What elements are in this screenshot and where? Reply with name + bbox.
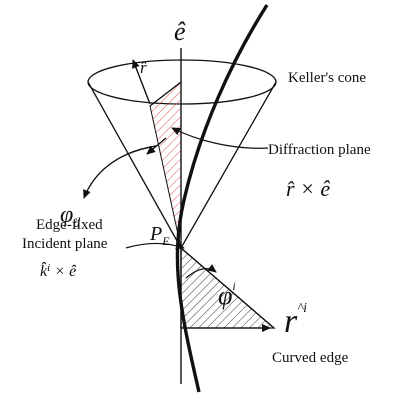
r-hat-label: r̂ [140, 58, 147, 77]
cone-right-side [180, 81, 277, 249]
cone-left-side [87, 81, 182, 249]
diffraction-plane-leader [171, 127, 269, 149]
incident-plane-leader [125, 241, 185, 250]
phi-d-arc-tail [146, 137, 167, 155]
k-cross-e-label: k̂ⁱ × ê [40, 261, 77, 280]
r-cross-e-label: r̂ × ê [286, 176, 330, 201]
r-hat-arrow [132, 59, 151, 105]
axis-e-label: ê [174, 17, 186, 46]
r-i-label: r^i [284, 301, 307, 340]
curved-edge [175, 4, 269, 393]
edge-fixed-label-line2: Incident plane [22, 236, 108, 252]
phi-d-arc-arrow [83, 145, 157, 199]
kellers-cone-rim [87, 59, 277, 105]
phi-d-label: φd [60, 202, 81, 231]
diffraction-ray [149, 81, 182, 107]
kellers-cone-label: Keller's cone [288, 70, 366, 86]
diffraction-plane-label: Diffraction plane [268, 142, 371, 158]
edge-fixed-label-line1: Edge-fixed [36, 217, 103, 233]
curved-edge-label: Curved edge [272, 350, 349, 366]
p-e-label: PE [149, 223, 170, 248]
phi-i-label: φi [218, 279, 236, 310]
incident-ray-arrow [180, 247, 275, 329]
phi-i-arc-arrow [185, 264, 217, 279]
